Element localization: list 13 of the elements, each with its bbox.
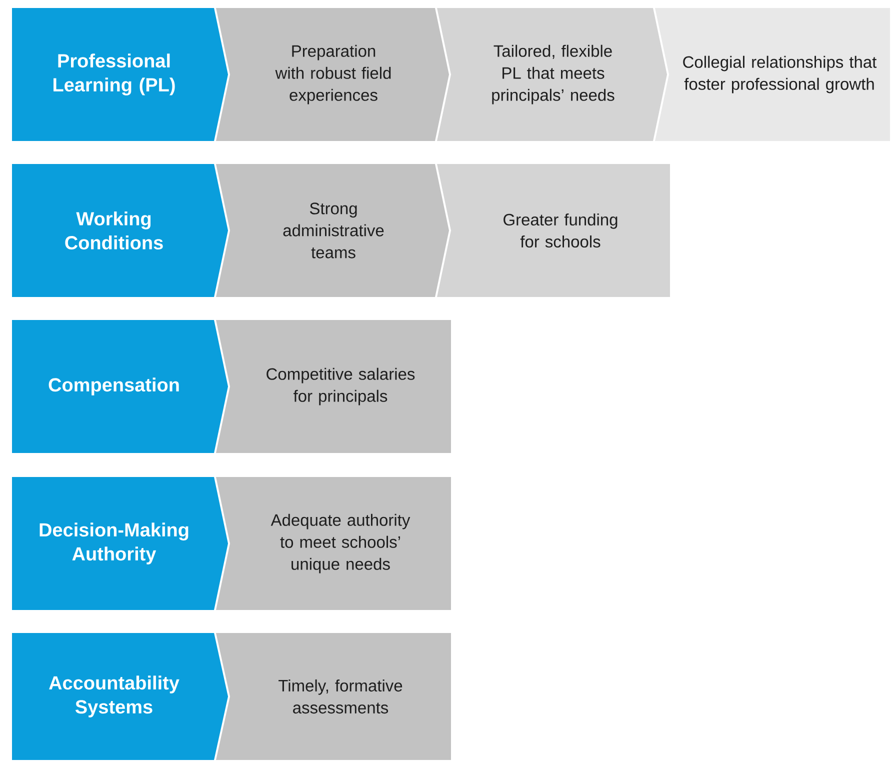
category-box: Compensation	[12, 320, 228, 453]
item-box: Timely, formative assessments	[216, 633, 451, 760]
item-box: Greater funding for schools	[437, 164, 670, 297]
item-box: Adequate authority to meet schools’ unique needs	[216, 477, 451, 610]
category-box: Working Conditions	[12, 164, 228, 297]
item-box: Tailored, flexible PL that meets principals’ needs	[437, 8, 667, 141]
item-box: Preparation with robust field experiences	[216, 8, 449, 141]
item-box: Strong administrative teams	[216, 164, 449, 297]
category-box: Professional Learning (PL)	[12, 8, 228, 141]
category-box: Decision-Making Authority	[12, 477, 228, 610]
item-box: Collegial relationships that foster professional growth	[655, 8, 890, 141]
category-box: Accountability Systems	[12, 633, 228, 760]
item-box: Competitive salaries for principals	[216, 320, 451, 453]
